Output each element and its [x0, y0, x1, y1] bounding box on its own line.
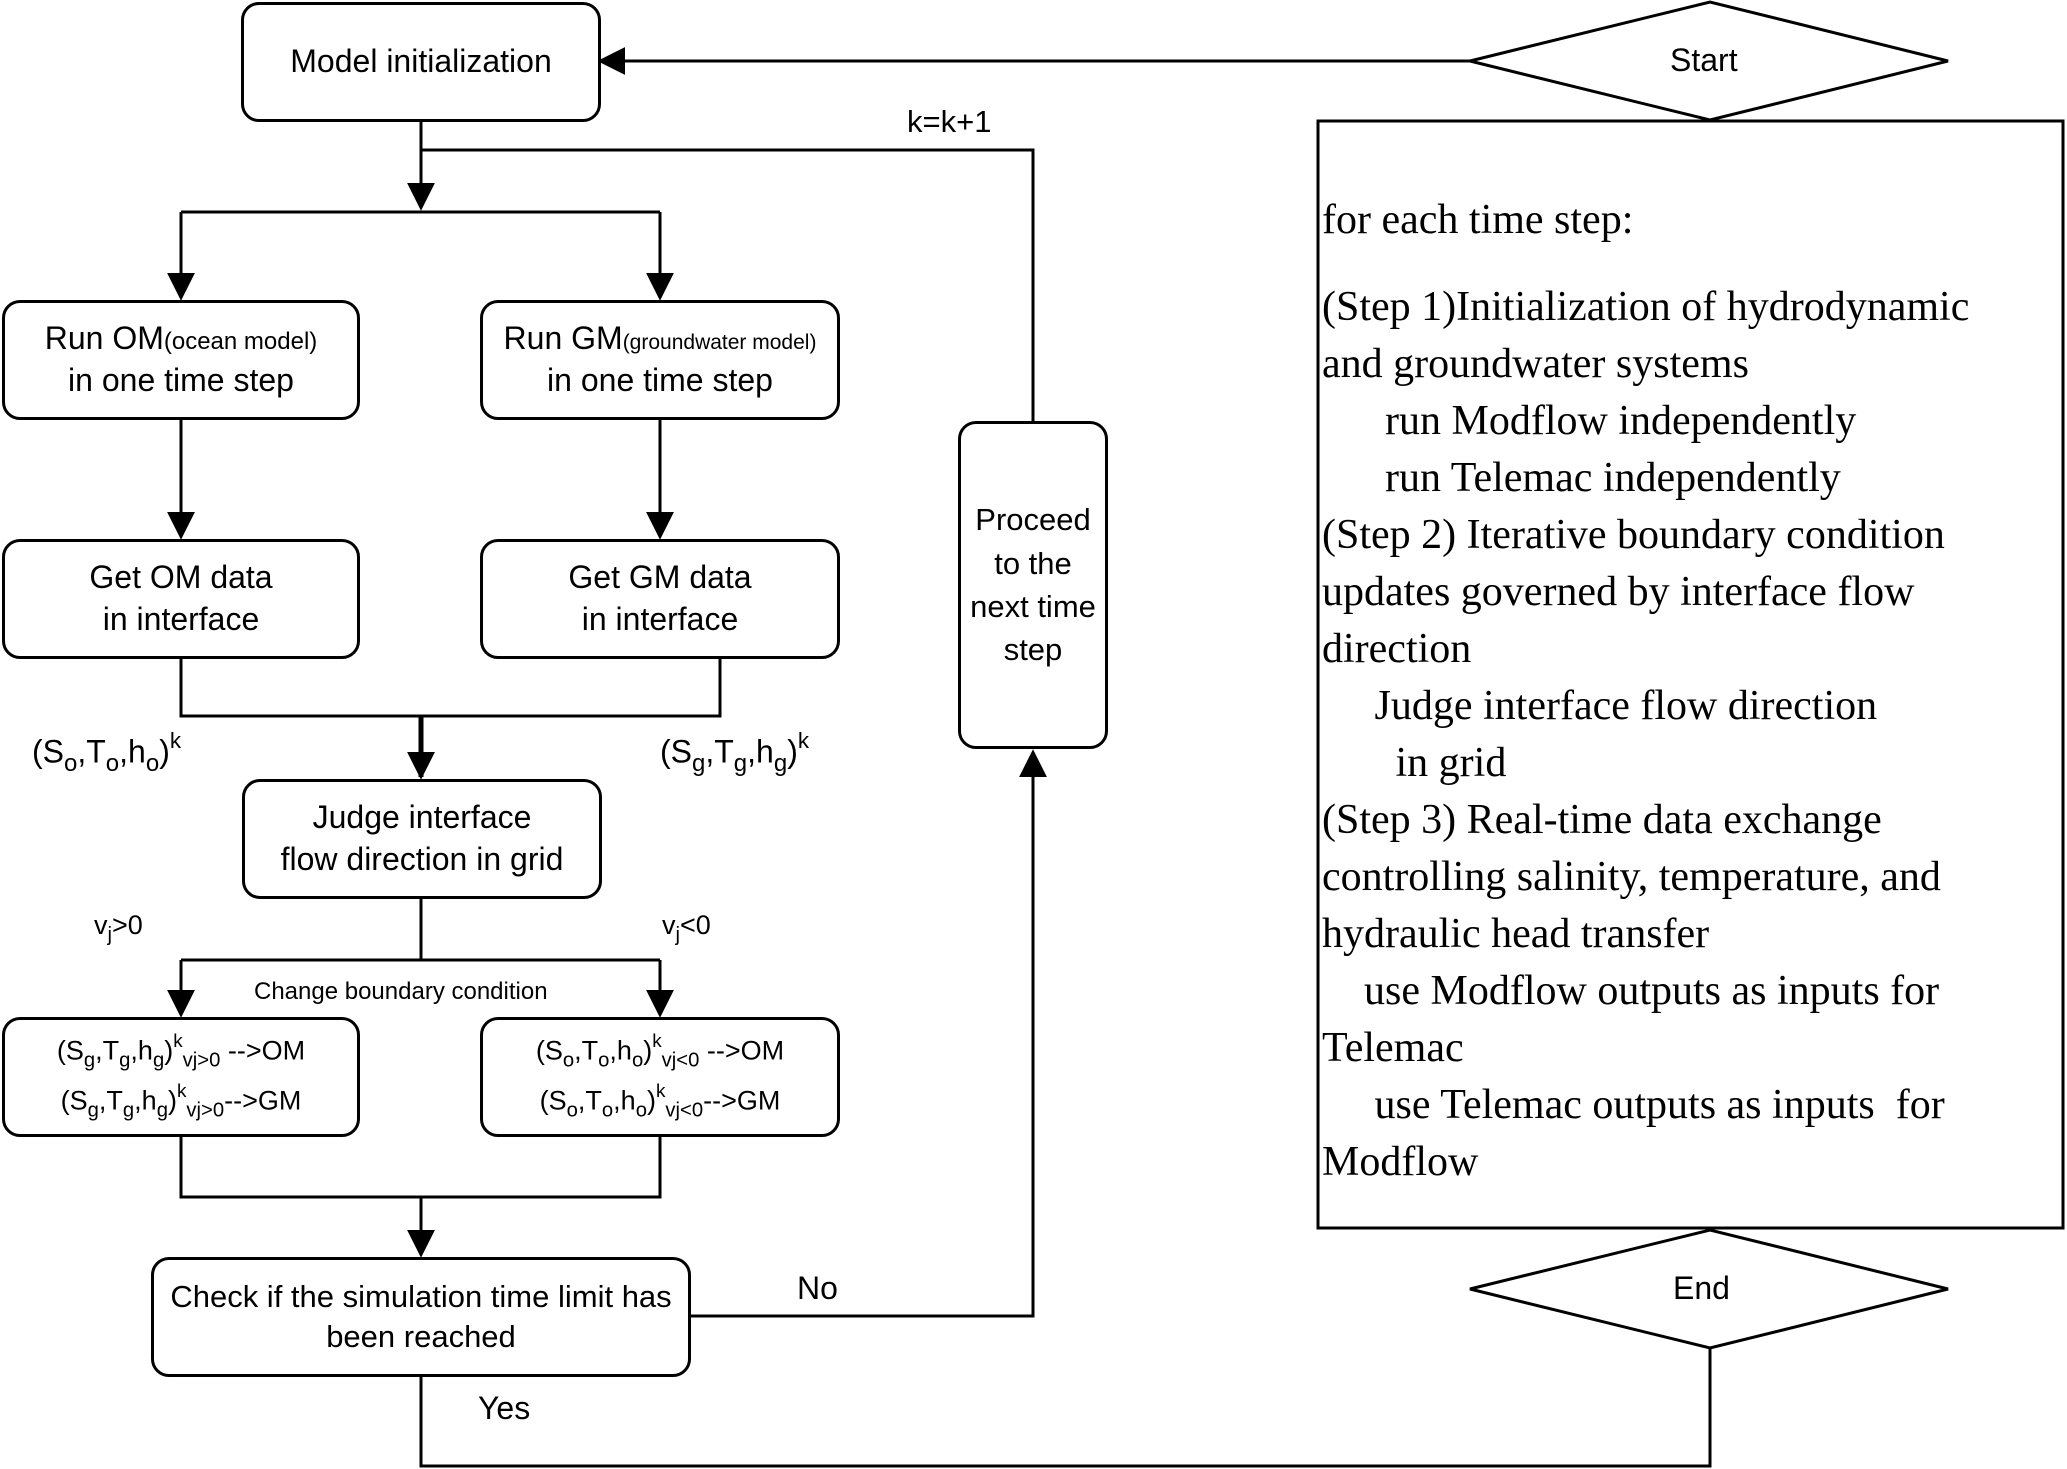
check-box: Check if the simulation time limit has b… — [151, 1257, 691, 1377]
k-increment-label: k=k+1 — [907, 104, 992, 139]
get-gm-line1: Get GM data — [568, 559, 752, 596]
get-om-box: Get OM data in interface — [2, 539, 360, 659]
proceed-line3: next time — [970, 589, 1096, 624]
step-description: for each time step: (Step 1)Initializati… — [1322, 192, 2062, 1191]
desc-line: hydraulic head transfer — [1322, 911, 1710, 957]
bc-left-row2: (Sg,Tg,hg)kvj>0-->GM — [60, 1081, 302, 1122]
desc-line: Judge interface flow direction — [1322, 683, 1878, 729]
desc-line: (Step 2) Iterative boundary condition — [1322, 512, 1945, 558]
end-label: End — [1673, 1270, 1730, 1306]
branch-line — [181, 899, 660, 962]
desc-line: and groundwater systems — [1322, 341, 1749, 387]
desc-line: use Telemac outputs as inputs for — [1322, 1082, 1945, 1128]
desc-line: direction — [1322, 626, 1472, 672]
desc-line: (Step 1)Initialization of hydrodynamic — [1322, 284, 1970, 330]
judge-line1: Judge interface — [312, 799, 532, 836]
bc-right-row1: (So,To,ho)kvj<0 -->OM — [535, 1031, 785, 1072]
model-init-label: Model initialization — [290, 43, 552, 80]
proceed-line4: step — [1003, 632, 1063, 668]
model-init-box: Model initialization — [241, 2, 601, 122]
run-gm-note: (groundwater model) — [622, 331, 817, 355]
bc-left-row1: (Sg,Tg,hg)kvj>0 -->OM — [56, 1031, 306, 1072]
desc-line: in grid — [1322, 740, 1507, 786]
gm-vars-label: (Sg,Tg,hg)k — [660, 728, 810, 777]
run-om-note: (ocean model) — [163, 328, 318, 356]
vj-negative-label: vj<0 — [662, 910, 711, 947]
desc-line: Telemac — [1322, 1025, 1464, 1071]
change-bc-label: Change boundary condition — [254, 978, 548, 1005]
vj-positive-label: vj>0 — [94, 910, 143, 947]
description-frame — [1316, 119, 2065, 1230]
bc-right-box: (So,To,ho)kvj<0 -->OM (So,To,ho)kvj<0-->… — [480, 1017, 840, 1137]
end-diamond — [1469, 1228, 1949, 1350]
yes-label: Yes — [478, 1390, 531, 1426]
desc-line: use Modflow outputs as inputs for — [1322, 968, 1940, 1014]
start-diamond — [1469, 0, 1949, 122]
no-label: No — [797, 1270, 838, 1306]
desc-line: for each time step: — [1322, 197, 1634, 243]
bc-left-box: (Sg,Tg,hg)kvj>0 -->OM (Sg,Tg,hg)kvj>0-->… — [2, 1017, 360, 1137]
get-om-line1: Get OM data — [89, 559, 273, 596]
desc-line: run Telemac independently — [1322, 455, 1841, 501]
run-gm-box: Run GM(groundwater model) in one time st… — [480, 300, 840, 420]
proceed-line2: to the — [994, 545, 1072, 581]
judge-box: Judge interface flow direction in grid — [242, 779, 602, 899]
desc-line: Modflow — [1322, 1139, 1479, 1185]
bc-right-row2: (So,To,ho)kvj<0-->GM — [539, 1081, 781, 1122]
arrow-no-to-proceed — [690, 749, 1047, 1318]
get-gm-box: Get GM data in interface — [480, 539, 840, 659]
arrow-yes-to-end — [419, 1232, 1724, 1468]
run-om-box: Run OM(ocean model) in one time step — [2, 300, 360, 420]
proceed-line1: Proceed — [975, 502, 1091, 538]
desc-line: (Step 3) Real-time data exchange — [1322, 797, 1882, 843]
om-vars-label: (So,To,ho)k — [32, 728, 182, 777]
get-om-line2: in interface — [102, 601, 260, 637]
desc-line: updates governed by interface flow — [1322, 569, 1915, 615]
loop-line — [421, 148, 1035, 421]
desc-line: controlling salinity, temperature, and — [1322, 854, 1941, 900]
start-label: Start — [1670, 42, 1738, 78]
merge2-line — [179, 1137, 662, 1199]
desc-line: run Modflow independently — [1322, 398, 1857, 444]
run-om-line2: in one time step — [68, 362, 294, 398]
run-om-prefix: Run OM — [44, 320, 164, 357]
get-gm-line2: in interface — [581, 601, 739, 637]
run-gm-line2: in one time step — [547, 362, 773, 398]
proceed-box: Proceed to the next time step — [958, 421, 1108, 749]
check-line1: Check if the simulation time limit has — [170, 1278, 672, 1314]
merge-line — [179, 659, 722, 718]
judge-line2: flow direction in grid — [280, 841, 564, 877]
run-gm-prefix: Run GM — [503, 320, 623, 357]
check-line2: been reached — [326, 1319, 516, 1354]
